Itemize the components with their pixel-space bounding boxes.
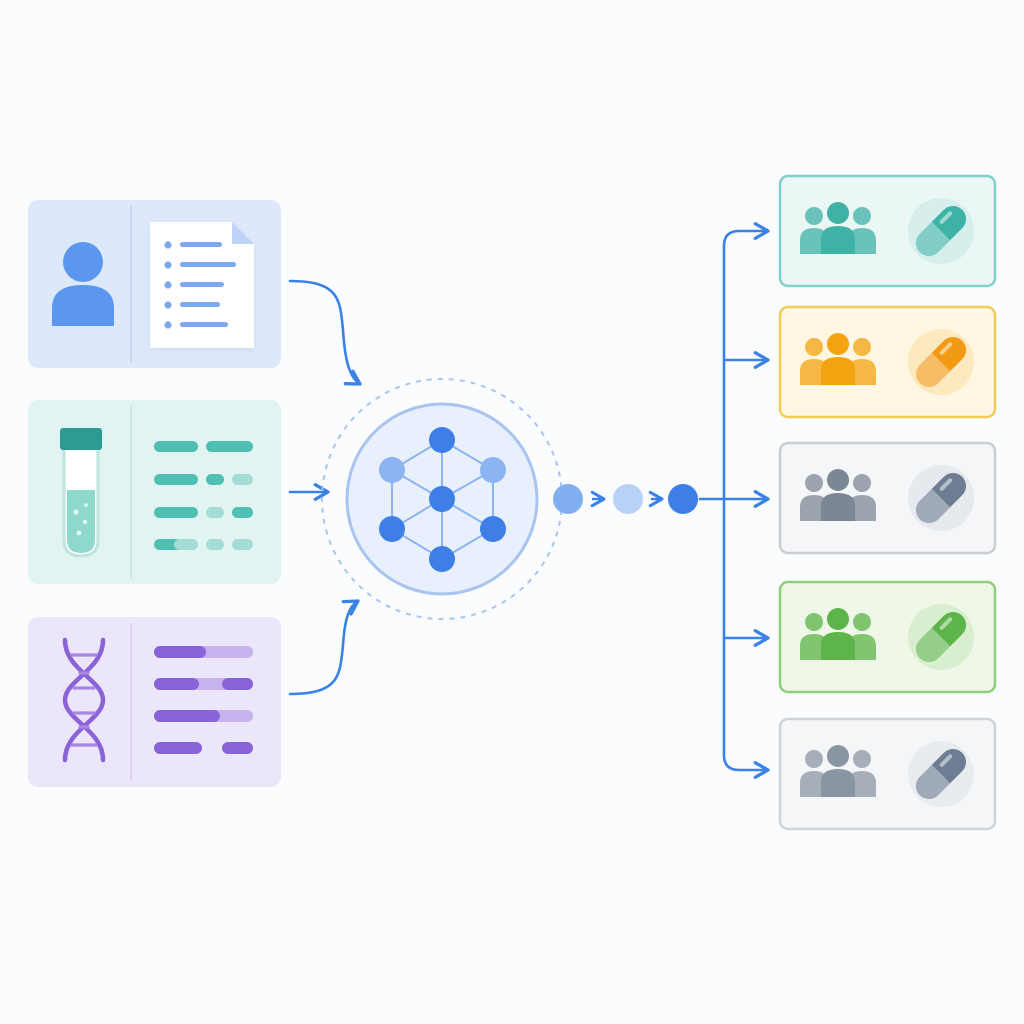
- patient-group-icon: [800, 469, 876, 521]
- lab-results-table: [154, 441, 253, 550]
- genomic-card: [28, 617, 281, 787]
- document-lines: [164, 241, 236, 329]
- pill-icon: [908, 741, 974, 807]
- pill-icon: [908, 329, 974, 395]
- cohort-gray-card: [778, 441, 997, 555]
- branch-arrow-bottom: [722, 497, 770, 779]
- pill-icon: [908, 604, 974, 670]
- test-tube-icon: [60, 428, 102, 558]
- cohort-green-card: [778, 580, 997, 694]
- model-hub: [321, 378, 563, 620]
- patient-group-icon: [800, 333, 876, 385]
- cohort-amber-card: [778, 305, 997, 419]
- sequence-bars: [154, 646, 253, 754]
- dna-icon: [62, 637, 106, 763]
- person-icon: [52, 242, 114, 326]
- step-dot: [553, 484, 583, 514]
- input-arrows: [288, 279, 362, 696]
- output-branches: [698, 222, 770, 779]
- patient-group-icon: [800, 745, 876, 797]
- network-graph-icon: [379, 427, 506, 572]
- step-dot: [613, 484, 643, 514]
- cohort-slate-card: [778, 717, 997, 831]
- arrow-record-to-hub: [288, 279, 362, 386]
- branch-arrow-top: [722, 222, 770, 501]
- cohort-teal-card: [778, 174, 997, 288]
- pill-icon: [908, 465, 974, 531]
- clinical-record-card: [28, 200, 281, 368]
- patient-group-icon: [800, 202, 876, 254]
- cohort-cards: [778, 174, 997, 831]
- processing-steps: [553, 484, 698, 514]
- patient-group-icon: [800, 608, 876, 660]
- step-dot: [668, 484, 698, 514]
- pill-icon: [908, 198, 974, 264]
- lab-sample-card: [28, 400, 281, 584]
- arrow-genomic-to-hub: [288, 599, 360, 696]
